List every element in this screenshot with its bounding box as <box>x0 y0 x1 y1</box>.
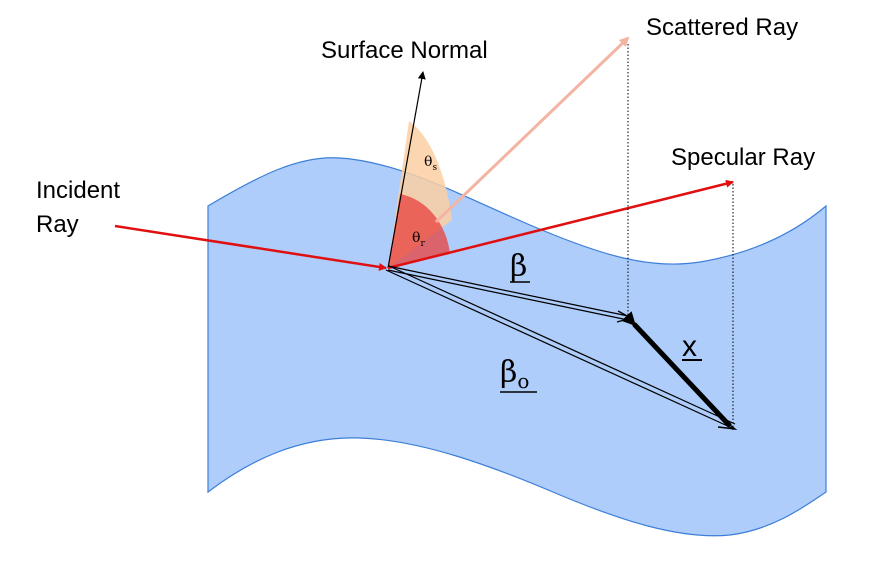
theta-r-label: θr <box>412 230 425 249</box>
beta-o-label: βo <box>500 355 529 393</box>
surface-normal-label: Surface Normal <box>321 37 488 64</box>
scattered-ray-label: Scattered Ray <box>646 14 798 41</box>
theta-r-sector <box>388 194 450 268</box>
x-vector <box>621 311 732 428</box>
theta-s-label: θs <box>424 154 437 173</box>
incident-ray-line <box>114 224 387 271</box>
scattered-ray-line <box>434 36 630 224</box>
surface-normal-line <box>387 71 426 269</box>
incident-ray-label-line2: Ray <box>36 211 79 238</box>
surface-sheet <box>207 157 827 537</box>
specular-ray-label: Specular Ray <box>671 144 815 171</box>
specular-ray-line <box>387 179 734 270</box>
beta-label: β <box>510 249 527 284</box>
incident-ray-label-line1: Incident <box>36 177 120 204</box>
x-label: x <box>682 330 697 363</box>
